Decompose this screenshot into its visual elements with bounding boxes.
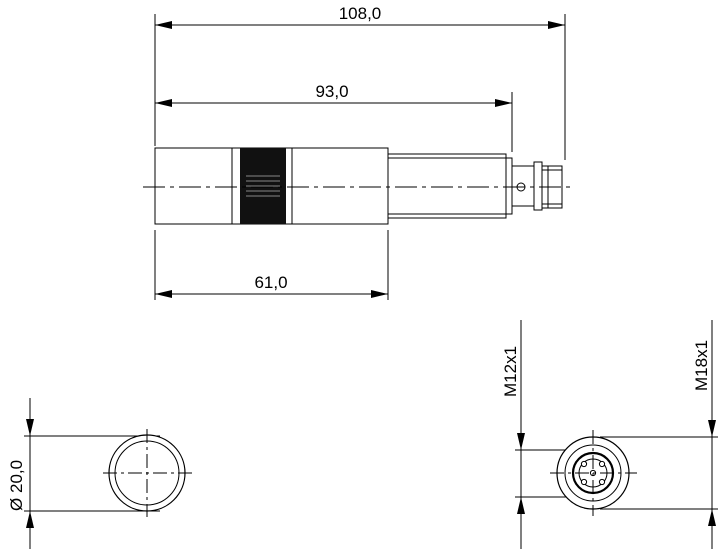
body-length-label: 93,0 [315, 82, 348, 101]
rear-view-connector: M12x1 M18x1 [501, 320, 718, 549]
housing-length-label: 61,0 [254, 273, 287, 292]
dimension-overall-length: 108,0 [155, 4, 565, 29]
m18-label: M18x1 [692, 340, 711, 391]
dimension-body-length: 93,0 [155, 82, 512, 107]
pin-4 [598, 478, 606, 486]
overall-length-label: 108,0 [339, 4, 382, 23]
diameter-symbol: Ø [7, 498, 26, 511]
side-view: 108,0 93,0 61,0 [143, 4, 575, 300]
pin-1 [580, 460, 588, 468]
pin-3 [580, 478, 588, 486]
diameter-label: 20,0 [7, 460, 26, 493]
threaded-body [387, 153, 507, 219]
front-view-housing: Ø 20,0 [7, 398, 193, 549]
pin-2 [598, 460, 606, 468]
dimension-housing-length: 61,0 [155, 273, 388, 298]
body-shoulder [505, 157, 513, 215]
m12-label: M12x1 [501, 346, 520, 397]
knurl-lines [246, 175, 280, 197]
connector-pins [580, 460, 606, 486]
connector-nut [533, 161, 543, 211]
